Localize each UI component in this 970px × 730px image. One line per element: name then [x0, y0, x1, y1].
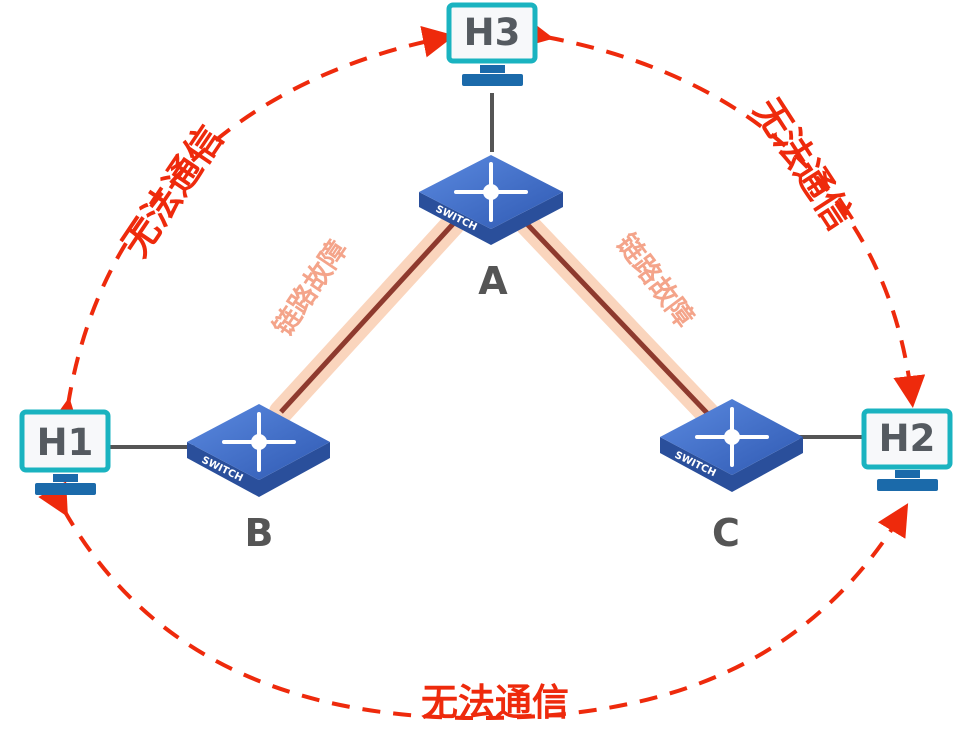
host-label: H1 [37, 421, 94, 464]
h1-h3-status-label: 无法通信 [113, 118, 231, 265]
switch-b: SWITCH B [187, 404, 330, 555]
h1-h3-dashed-arrow [48, 25, 455, 432]
switch-side-icon [419, 192, 563, 245]
monitor-base-icon [35, 483, 96, 495]
monitor-icon [446, 2, 538, 64]
h3-h2-dashed-arrow [519, 16, 926, 408]
switch-a: SWITCH A [419, 155, 563, 303]
communication-arrows [38, 16, 926, 721]
monitor-base-icon [462, 74, 523, 86]
host-label: H3 [464, 11, 521, 54]
h1-h2-status-label: 无法通信 [421, 681, 569, 724]
h1-h2-dashed-arrow [38, 481, 909, 721]
monitor-icon [19, 409, 111, 473]
switch-name: A [478, 259, 508, 303]
monitor-stand-icon [895, 470, 920, 478]
monitor-stand-icon [53, 474, 78, 482]
monitor-base-icon [877, 479, 938, 491]
host-label: H2 [879, 417, 936, 460]
switch-name: B [245, 511, 274, 555]
switch-name: C [712, 511, 740, 555]
h3-h2-status-label: 无法通信 [745, 90, 862, 238]
monitor-stand-icon [480, 65, 505, 73]
monitor-icon [861, 408, 953, 470]
switch-c: SWITCH C [660, 399, 803, 555]
host-h2: H2 [861, 408, 953, 491]
a-b-fault-label: 链路故障 [267, 234, 354, 341]
switch-side-icon [660, 437, 803, 492]
host-h1: H1 [19, 409, 111, 495]
switch-side-icon [187, 442, 330, 497]
host-h3: H3 [446, 2, 538, 86]
